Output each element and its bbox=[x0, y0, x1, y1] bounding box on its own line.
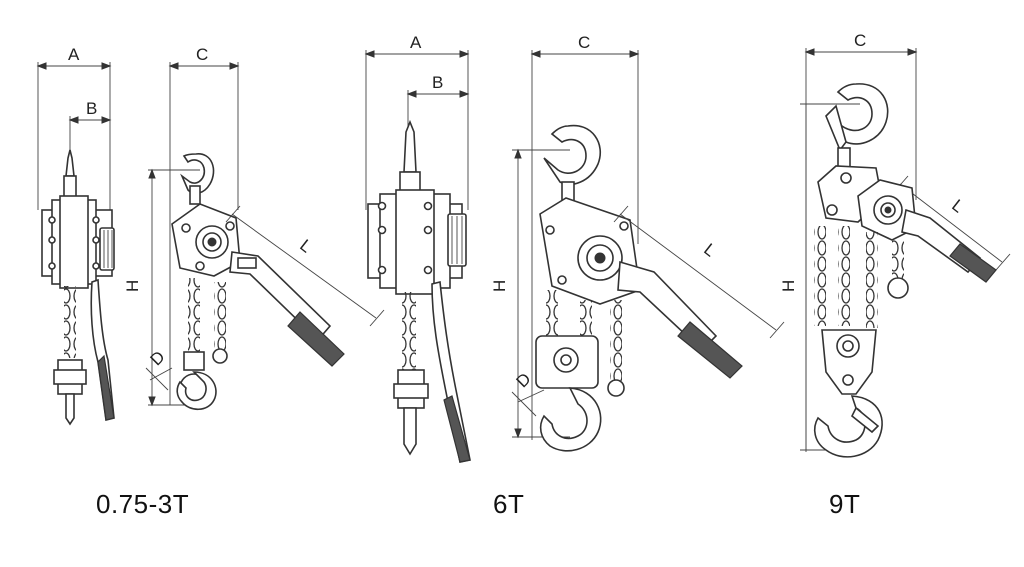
dim-l-label: L bbox=[700, 240, 719, 261]
dim-a-label: A bbox=[68, 45, 80, 64]
dim-h-label: H bbox=[490, 280, 509, 292]
dim-h-label: H bbox=[779, 280, 798, 292]
model-6t-side-view: C H D bbox=[490, 33, 785, 452]
dim-b-label: B bbox=[432, 73, 443, 92]
model-label-9t: 9T bbox=[829, 489, 860, 519]
model-label-075-3t: 0.75-3T bbox=[96, 489, 189, 519]
dim-d-label: D bbox=[147, 347, 169, 369]
dim-h-label: H bbox=[123, 280, 142, 292]
dim-c-label: C bbox=[196, 45, 208, 64]
dim-d-label: D bbox=[513, 369, 535, 391]
model-label-6t: 6T bbox=[493, 489, 524, 519]
model-6t-front-view: A B bbox=[364, 33, 471, 463]
dim-c-label: C bbox=[578, 33, 590, 52]
dim-a-label: A bbox=[410, 33, 422, 52]
model-9t-group: C H L bbox=[779, 31, 1011, 519]
model-075-3t-front-view: A B bbox=[36, 45, 115, 426]
model-6t-group: A B bbox=[364, 33, 785, 519]
dim-l-label: L bbox=[296, 236, 315, 257]
dim-b-label: B bbox=[86, 99, 97, 118]
model-075-3t-side-view: C H D bbox=[123, 45, 385, 411]
model-9t-side-view: C H L bbox=[779, 31, 1011, 458]
dim-l-label: L bbox=[948, 196, 967, 217]
model-075-3t-group: A B bbox=[36, 45, 385, 519]
dim-c-label: C bbox=[854, 31, 866, 50]
